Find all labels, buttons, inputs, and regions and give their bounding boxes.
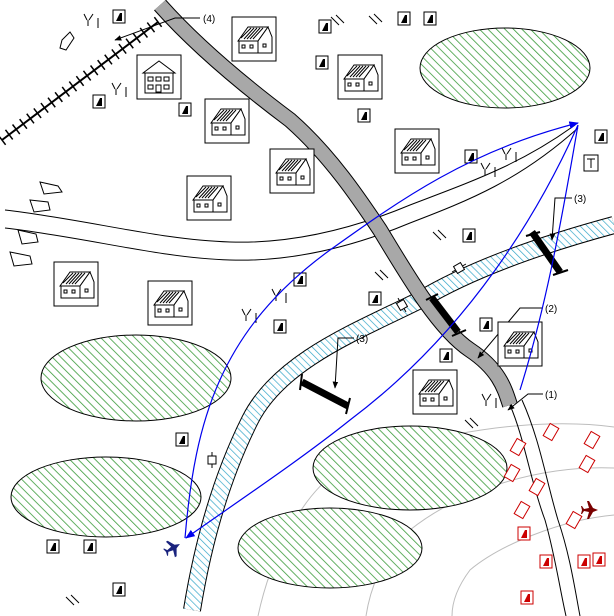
- railway-tie: [153, 16, 163, 28]
- bridge-center: [425, 293, 467, 337]
- callout-railway: (4): [114, 14, 215, 41]
- east-road: [509, 399, 581, 616]
- railway-tie: [68, 81, 78, 92]
- railway-tie: [0, 136, 7, 146]
- flight-path: [184, 121, 579, 539]
- railway-tie: [61, 86, 71, 97]
- hostile-aircraft-icon: [581, 501, 598, 519]
- callout-bridge-north: (3): [549, 194, 586, 241]
- railway-tie: [11, 124, 21, 135]
- railway-tie: [82, 70, 92, 81]
- railway: [0, 16, 163, 146]
- callout-bridge-center: (2): [477, 304, 557, 359]
- railway-tie: [132, 32, 141, 44]
- railway-tie: [40, 102, 49, 114]
- bridge-west: [299, 373, 351, 415]
- tower-icon: [583, 154, 599, 172]
- bridge-north: [525, 229, 569, 276]
- west-road: [4, 124, 579, 261]
- railway-tie: [125, 38, 134, 49]
- railway-tie: [33, 107, 42, 119]
- callout-bridge-west: (3): [332, 334, 368, 389]
- railway-tie: [118, 43, 127, 55]
- bridge-west-label: (3): [356, 334, 368, 345]
- railway-tie: [47, 97, 56, 108]
- callout-road-east: (1): [507, 390, 557, 411]
- railway-tie: [104, 54, 113, 65]
- railway-tie: [111, 48, 120, 60]
- friendly-aircraft-icon: [160, 536, 185, 561]
- railway-tie: [97, 59, 106, 71]
- railway-tie: [54, 91, 63, 103]
- railway-tie: [139, 27, 149, 38]
- railway-tie: [75, 75, 85, 87]
- bridge-icon: [207, 451, 217, 469]
- railway-tie: [19, 118, 28, 130]
- debris-shapes: [9, 31, 75, 267]
- fields: [10, 27, 591, 589]
- railway-tie: [89, 65, 99, 76]
- railway-tie: [4, 129, 14, 140]
- road-east-label: (1): [545, 390, 557, 401]
- railway-tie: [26, 113, 35, 124]
- bridge-north-label: (3): [574, 194, 586, 205]
- railway-label: (4): [203, 14, 215, 25]
- bridge-center-label: (2): [545, 304, 557, 315]
